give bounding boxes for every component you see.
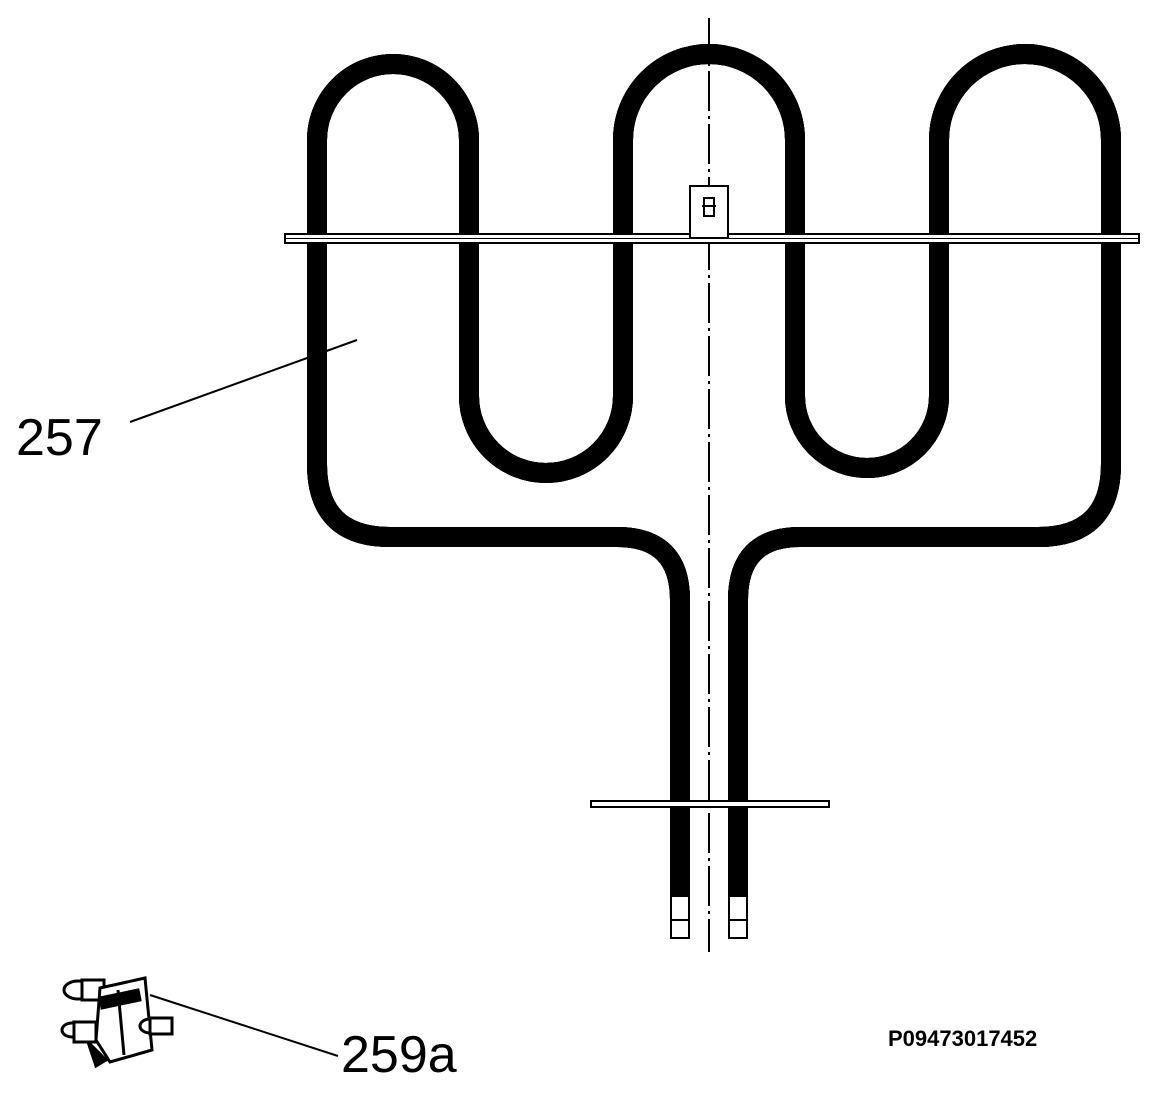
tube-end-left [670, 895, 690, 939]
heating-element[interactable] [307, 54, 1121, 938]
thermostat-part[interactable] [60, 976, 174, 1069]
leader-line-257 [129, 339, 358, 423]
drawing-code: P09473017452 [888, 1026, 1037, 1051]
callout-257: 257 [16, 409, 103, 467]
mounting-bracket [689, 185, 729, 239]
leader-line-259a [149, 994, 339, 1057]
mounting-plate [590, 800, 830, 808]
tube-end-right [728, 895, 748, 939]
callout-259a: 259a [341, 1026, 457, 1084]
